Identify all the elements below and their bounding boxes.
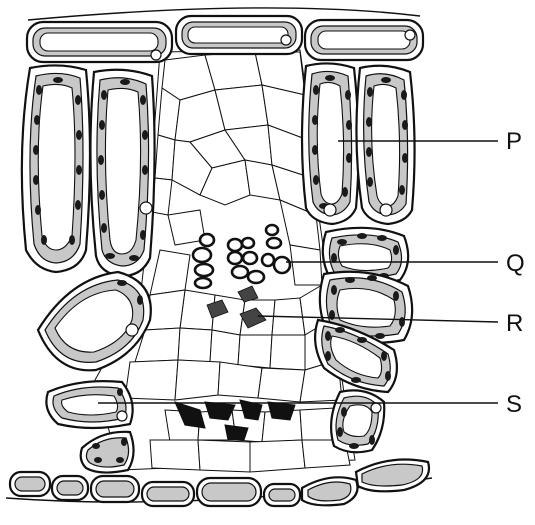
label-r: R [506,310,523,337]
label-p: P [506,128,522,155]
upper-epidermis [27,8,423,62]
label-s: S [506,391,522,418]
palisade-cells-right [302,63,415,224]
palisade-cells-left [22,65,155,276]
label-q: Q [506,250,525,277]
labels: P Q R S [506,128,525,418]
